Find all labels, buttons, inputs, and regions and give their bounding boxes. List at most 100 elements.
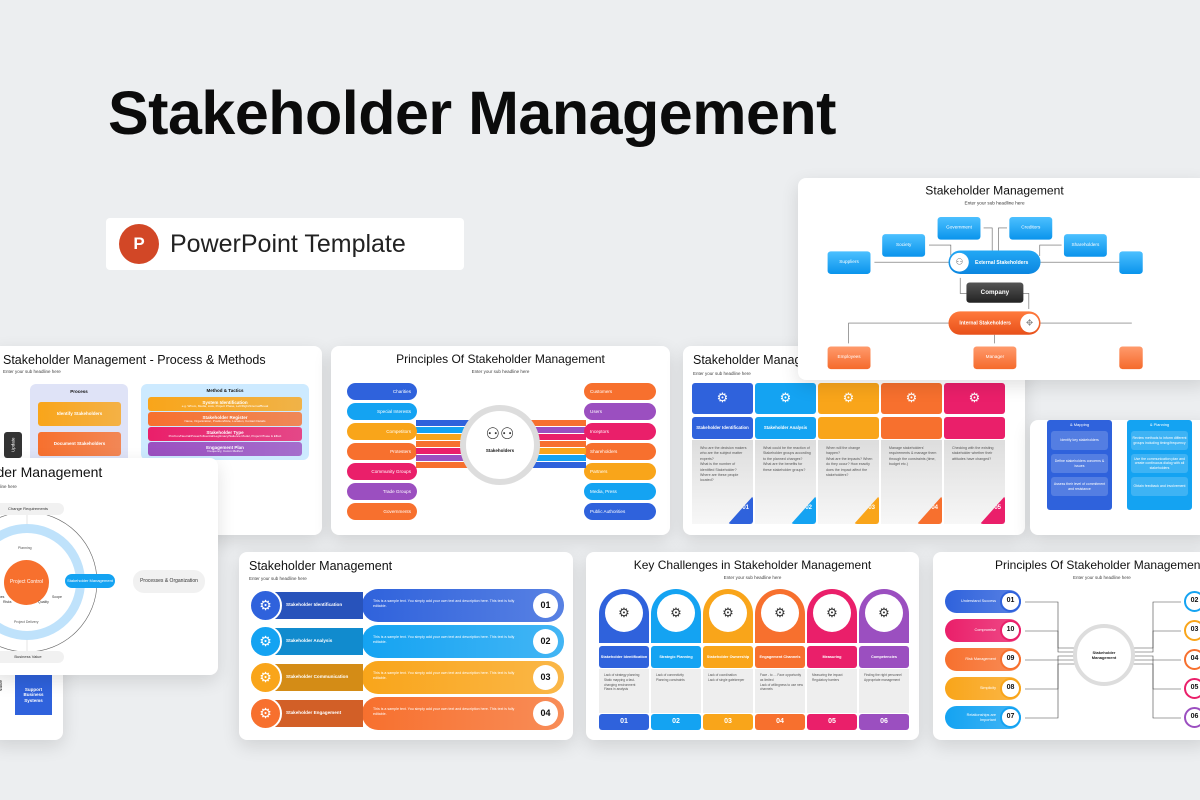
process-header: Process <box>70 389 88 394</box>
slide-title: Stakeholder Management <box>925 184 1064 198</box>
bullet: Flaws in analysis <box>604 687 629 692</box>
ring-label: Planning <box>18 546 32 550</box>
internal-node: Manager <box>973 346 1017 370</box>
right-pill: Inceptors <box>584 423 656 440</box>
bullet: Planning constraints <box>656 677 685 682</box>
external-stakeholders-pill: External Stakeholders <box>948 250 1041 274</box>
challenge-icon: ⚙ <box>761 594 799 632</box>
ring-label: Risks <box>3 600 12 604</box>
external-node: Shareholders <box>1063 234 1107 257</box>
connector-line <box>1133 601 1181 649</box>
bullet: Face - to - - Face opportunity as limite… <box>760 673 802 682</box>
connector-line <box>1133 630 1181 653</box>
row-desc: This is a sample text. You simply add yo… <box>373 707 515 717</box>
bullet: What are the benefits for these stakehol… <box>763 462 806 472</box>
bullet: Lack of strategy planning <box>604 673 640 677</box>
connector-line <box>1133 663 1181 719</box>
row-label: Stakeholder Communication <box>286 674 349 679</box>
external-icon: ⚇ <box>950 252 969 272</box>
ribbon-stripe <box>416 420 501 426</box>
column-icon: ⚙ <box>881 383 942 414</box>
challenge-label: Measuring <box>807 646 857 668</box>
row-label: Stakeholder Analysis <box>286 638 333 643</box>
right-pill: Shareholders <box>584 443 656 460</box>
row-label: Stakeholder Identification <box>286 602 343 607</box>
external-node: Creditors <box>1009 217 1053 240</box>
ring-label: Project Delivery <box>14 620 39 624</box>
slide-subtitle: Enter your sub headline here <box>471 369 530 374</box>
internal-stakeholders-pill: Internal Stakeholders <box>948 311 1041 335</box>
principle-connectors <box>1025 601 1181 719</box>
challenge-number: 02 <box>651 714 701 730</box>
connector-line <box>1039 244 1062 256</box>
bullet: Appropriate management <box>864 677 900 682</box>
slide-title: Principles Of Stakeholder Management <box>396 352 605 366</box>
connector-line <box>1133 659 1181 690</box>
row-icon: ⚙ <box>249 661 282 694</box>
bullet: What could be the reaction of Stakeholde… <box>763 446 811 461</box>
slide-subtitle: Enter your sub headline here <box>1073 575 1131 580</box>
badge-text: PowerPoint Template <box>170 230 406 258</box>
panel-item: Use the communication plan and create co… <box>1131 454 1188 473</box>
challenge-label: Stakeholder Identification <box>599 646 649 668</box>
challenge-label: Competencies <box>859 646 909 668</box>
column-label: Stakeholder Analysis <box>755 417 816 439</box>
principle-number: 04 <box>1184 649 1200 670</box>
ribbon-stripe <box>501 455 586 461</box>
support-box: Support Business Systems <box>15 675 52 715</box>
method-title: Stakeholder Type <box>206 429 244 435</box>
connector-line <box>998 227 1007 251</box>
slide-subtitle: Enter your sub headline here <box>964 201 1025 207</box>
bullet: What are the impacts? When do they occur… <box>826 456 873 477</box>
column-icon: ⚙ <box>818 383 879 414</box>
ribbon-stripe <box>501 462 586 468</box>
column-label <box>944 417 1005 439</box>
bullet: Lack of single gatekeeper <box>708 677 745 682</box>
row-band <box>362 589 564 622</box>
method-header: Method & Tactics <box>206 388 244 393</box>
column-icon: ⚙ <box>692 383 753 414</box>
row-icon: ⚙ <box>249 697 282 730</box>
company-box: Company <box>966 282 1024 303</box>
processes-pill: Processes & Organization <box>133 570 205 593</box>
ring-label: Times <box>0 595 5 599</box>
bullet: Lack of coordination <box>708 673 737 677</box>
ring-label: Quality <box>38 600 49 604</box>
connector-line <box>1022 293 1030 310</box>
principle-number: 02 <box>1184 591 1200 612</box>
challenge-icon: ⚙ <box>865 594 903 632</box>
right-pill: Media, Press <box>584 483 656 500</box>
bullet: Manage stakeholders' requirements & mana… <box>889 446 937 467</box>
right-pill: Users <box>584 403 656 420</box>
panel-item: Assess their level of commitment and res… <box>1051 477 1108 496</box>
hub-label: Stakeholders <box>485 448 515 453</box>
bullet: What is the number of identified Stakeho… <box>700 462 737 472</box>
slide-subtitle: Enter your sub headline here <box>3 369 61 374</box>
method-desc: Pro/Con/Neutral/Power/Influential/Legiti… <box>168 433 282 438</box>
left-pill: Community Groups <box>347 463 417 480</box>
slide-subtitle: Enter your sub headline here <box>723 575 782 580</box>
value-label: Value <box>0 680 3 692</box>
panel-header: & Planning <box>1149 422 1170 427</box>
ribbon-stripe <box>416 441 501 447</box>
project-control: Project Control <box>4 560 49 605</box>
column-label <box>881 417 942 439</box>
stakeholder-hub-pill: Stakeholder Management <box>65 574 115 588</box>
row-desc: This is a sample text. You simply add yo… <box>373 599 515 609</box>
row-icon: ⚙ <box>249 589 282 622</box>
left-pill: Special Interests <box>347 403 417 420</box>
right-pill: Public Authorities <box>584 503 656 520</box>
column-label: Stakeholder Identification <box>692 417 753 439</box>
principle-number: 08 <box>1000 678 1021 699</box>
connector-line <box>959 277 967 294</box>
ribbon-stripe <box>416 455 501 461</box>
row-label-band <box>271 664 363 691</box>
method-title: Stakeholder Register <box>202 414 248 420</box>
connector-line <box>1025 663 1081 719</box>
slide-subtitle: Enter your sub headline here <box>249 576 307 581</box>
bullet: Lack of connectivity <box>656 673 684 677</box>
principle-number: 09 <box>1000 649 1021 670</box>
